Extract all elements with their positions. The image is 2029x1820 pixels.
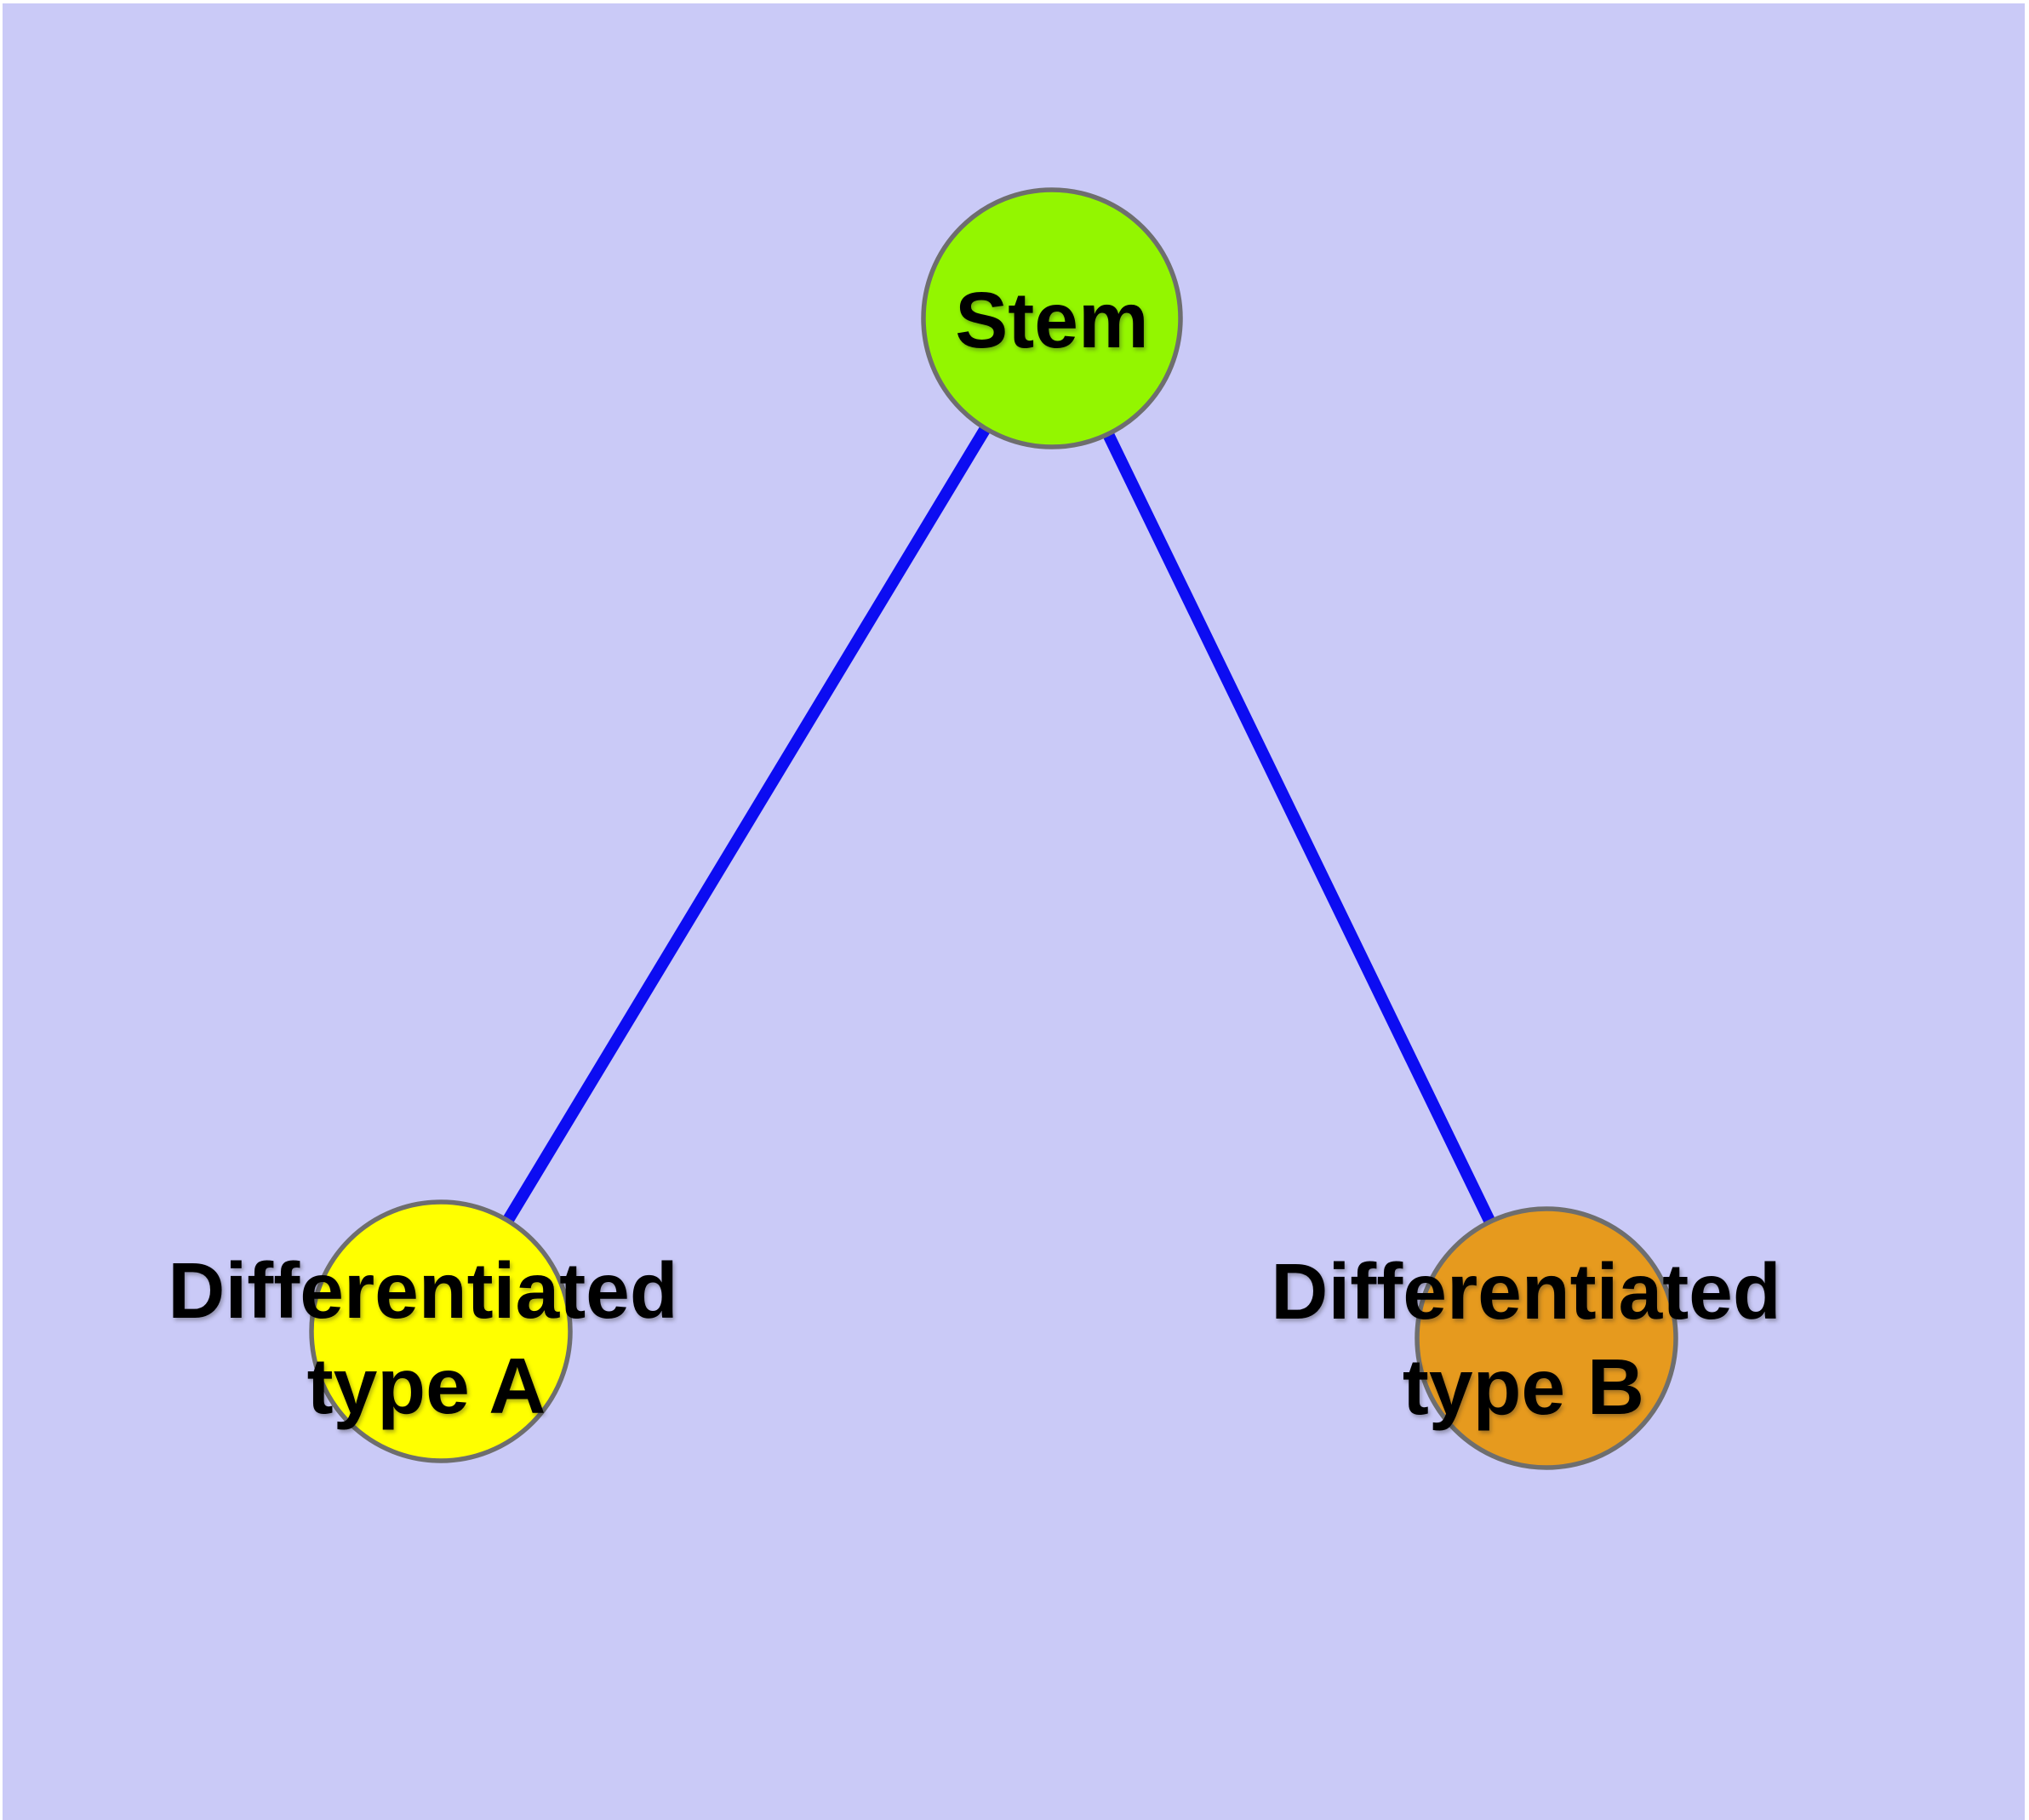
node-differentiated-type-a-label-line2: type A (307, 1342, 546, 1430)
node-stem-label: Stem (955, 276, 1148, 364)
edge-stem-to-type-a (436, 315, 1057, 1335)
node-differentiated-type-a-circle (309, 1199, 573, 1463)
node-differentiated-type-a-label-line1: Differentiated (168, 1246, 677, 1335)
node-differentiated-type-b-circle (1415, 1206, 1678, 1470)
edge-stem-to-type-b (1046, 315, 1552, 1342)
node-differentiated-type-b-label-line2: type B (1403, 1342, 1644, 1431)
node-stem-circle (921, 187, 1183, 449)
node-differentiated-type-b-label-line1: Differentiated (1271, 1247, 1780, 1336)
